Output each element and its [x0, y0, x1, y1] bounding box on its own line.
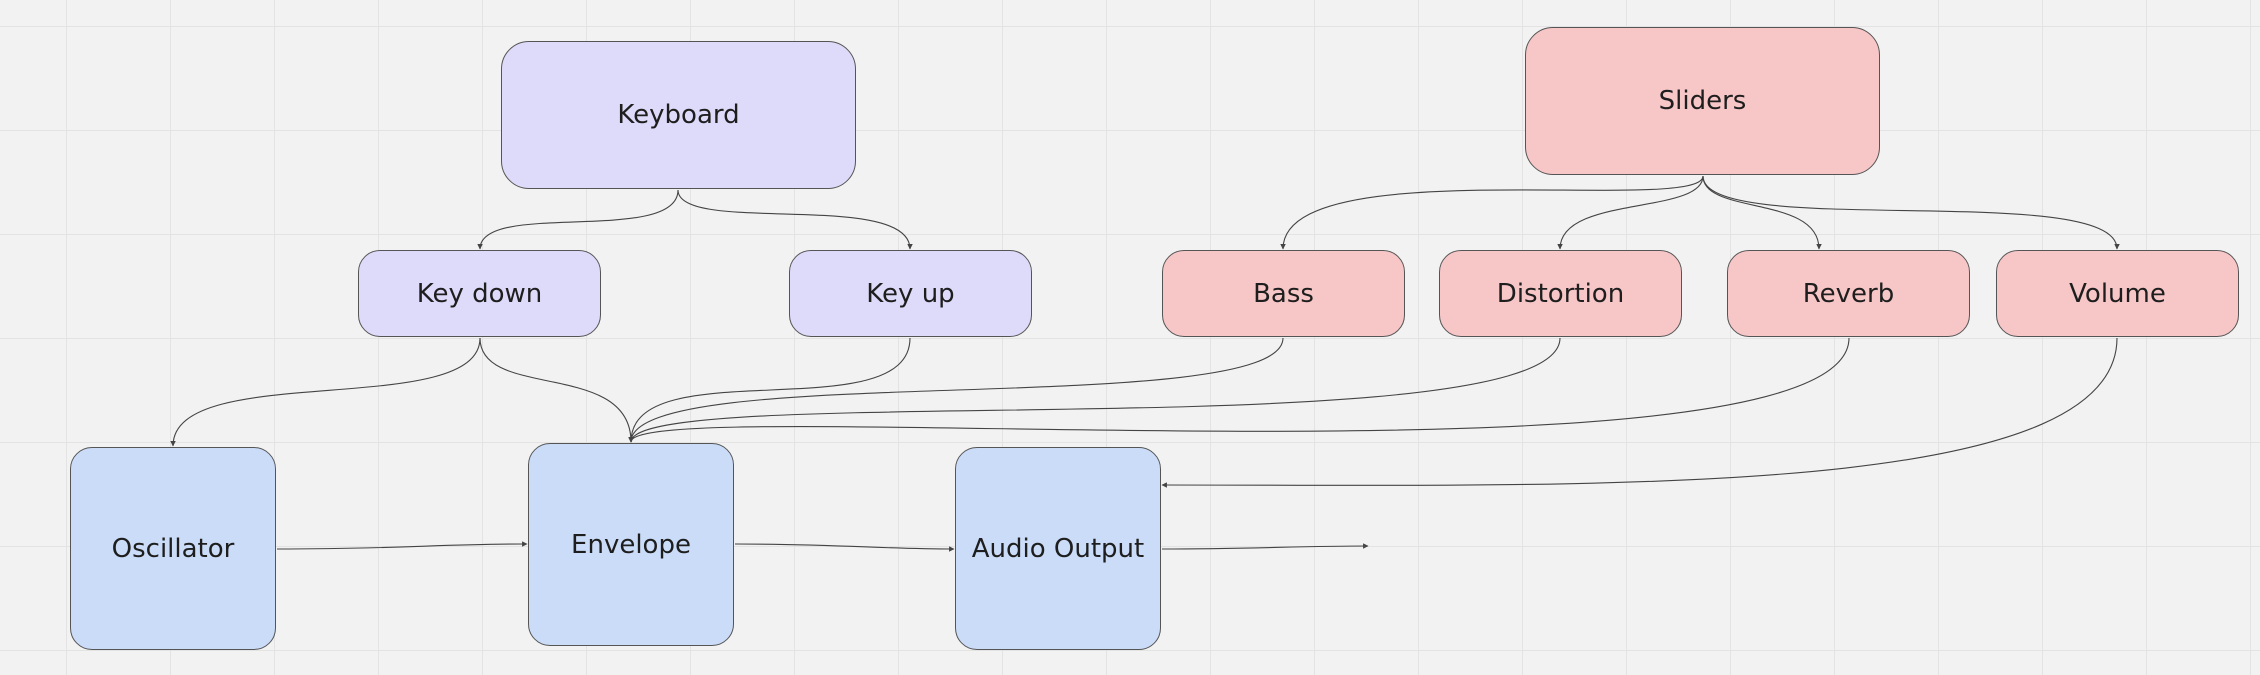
node-key-up-label: Key up	[866, 278, 955, 309]
node-sliders-label: Sliders	[1658, 86, 1747, 116]
edge-audio-output[interactable]	[1161, 543, 1369, 550]
node-oscillator-label: Oscillator	[111, 533, 235, 564]
edge-keyboard-keydown[interactable]	[477, 189, 679, 250]
node-key-down[interactable]: Key down	[358, 250, 601, 337]
edge-reverb-envelope[interactable]	[628, 337, 1850, 443]
node-distortion[interactable]: Distortion	[1439, 250, 1682, 337]
edge-sliders-bass[interactable]	[1280, 175, 1704, 250]
node-envelope[interactable]: Envelope	[528, 443, 734, 646]
edge-sliders-volume[interactable]	[1702, 175, 2120, 250]
node-audio-output[interactable]: Audio Output	[955, 447, 1161, 650]
node-bass-label: Bass	[1253, 278, 1314, 309]
node-key-up[interactable]: Key up	[789, 250, 1032, 337]
edge-bass-envelope[interactable]	[628, 337, 1284, 443]
node-key-down-label: Key down	[416, 278, 543, 309]
edge-keydown-envelope[interactable]	[479, 337, 634, 443]
node-reverb-label: Reverb	[1802, 278, 1895, 309]
edge-sliders-reverb[interactable]	[1702, 175, 1822, 250]
node-reverb[interactable]: Reverb	[1727, 250, 1970, 337]
edge-keydown-oscillator[interactable]	[170, 337, 481, 447]
edge-volume-audio[interactable]	[1161, 337, 2118, 488]
node-audio-output-label: Audio Output	[971, 533, 1145, 564]
node-sliders[interactable]: Sliders	[1525, 27, 1880, 175]
edge-oscillator-envelope[interactable]	[276, 541, 528, 550]
node-volume-label: Volume	[2069, 278, 2166, 309]
node-keyboard-label: Keyboard	[617, 100, 740, 130]
edge-keyup-envelope[interactable]	[628, 337, 911, 443]
node-oscillator[interactable]: Oscillator	[70, 447, 276, 650]
node-volume[interactable]: Volume	[1996, 250, 2239, 337]
edge-sliders-distortion[interactable]	[1557, 175, 1704, 250]
node-keyboard[interactable]: Keyboard	[501, 41, 856, 189]
node-envelope-label: Envelope	[571, 529, 691, 560]
edge-distortion-envelope[interactable]	[628, 337, 1561, 443]
node-bass[interactable]: Bass	[1162, 250, 1405, 337]
node-distortion-label: Distortion	[1496, 278, 1625, 309]
edge-keyboard-keyup[interactable]	[677, 189, 913, 250]
edge-envelope-audio[interactable]	[734, 543, 955, 552]
